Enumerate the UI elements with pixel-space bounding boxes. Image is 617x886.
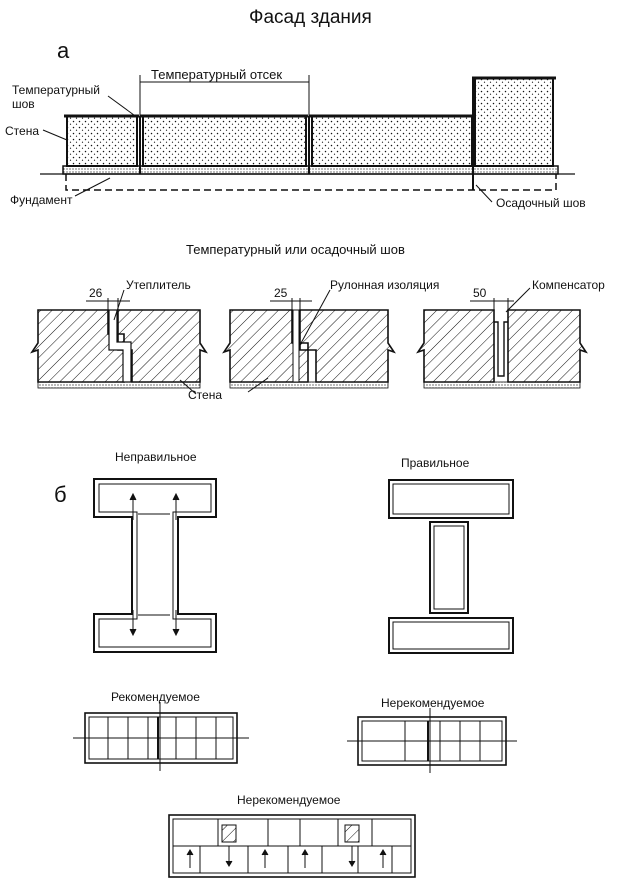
joints-heading: Температурный или осадочный шов bbox=[186, 242, 405, 257]
temperature-compartment-label: Температурный отсек bbox=[151, 67, 283, 82]
foundation-label: Фундамент bbox=[10, 193, 73, 207]
settlement-joint-label: Осадочный шов bbox=[496, 196, 586, 210]
section-a-letter: а bbox=[57, 38, 70, 63]
block-row-recommended bbox=[73, 702, 249, 771]
recommended-label: Рекомендуемое bbox=[111, 690, 200, 704]
wall-block-3 bbox=[311, 115, 473, 167]
joint-wall-label: Стена bbox=[188, 388, 223, 402]
page-title: Фасад здания bbox=[249, 7, 372, 28]
joint-2-label: Рулонная изоляция bbox=[330, 278, 440, 292]
temperature-joint-label: Температурный шов bbox=[12, 83, 100, 111]
joint-detail-2 bbox=[222, 289, 396, 393]
joint-1-label: Утеплитель bbox=[126, 278, 191, 292]
joint-3-label: Компенсатор bbox=[532, 278, 605, 292]
wall-block-4 bbox=[474, 77, 554, 167]
incorrect-label: Неправильное bbox=[115, 450, 197, 464]
joint-detail-3 bbox=[416, 287, 588, 389]
facade-elevation bbox=[40, 75, 575, 203]
block-row-not-recommended bbox=[347, 708, 517, 773]
foundation-band bbox=[62, 165, 559, 175]
joint-1-dimension: 26 bbox=[89, 286, 103, 300]
i-shape-correct bbox=[388, 479, 514, 654]
not-recommended-label-2: Нерекомендуемое bbox=[237, 793, 341, 807]
not-recommended-label-1: Нерекомендуемое bbox=[381, 696, 485, 710]
wall-block-1 bbox=[66, 115, 138, 167]
wall-label: Стена bbox=[5, 124, 40, 138]
block-wall-not-recommended bbox=[168, 814, 416, 878]
correct-label: Правильное bbox=[401, 456, 470, 470]
section-b-letter: б bbox=[54, 482, 67, 507]
joint-2-dimension: 25 bbox=[274, 286, 288, 300]
joint-detail-1 bbox=[30, 289, 208, 395]
wall-block-2 bbox=[142, 115, 307, 167]
i-shape-incorrect bbox=[93, 478, 217, 653]
joint-3-dimension: 50 bbox=[473, 286, 487, 300]
